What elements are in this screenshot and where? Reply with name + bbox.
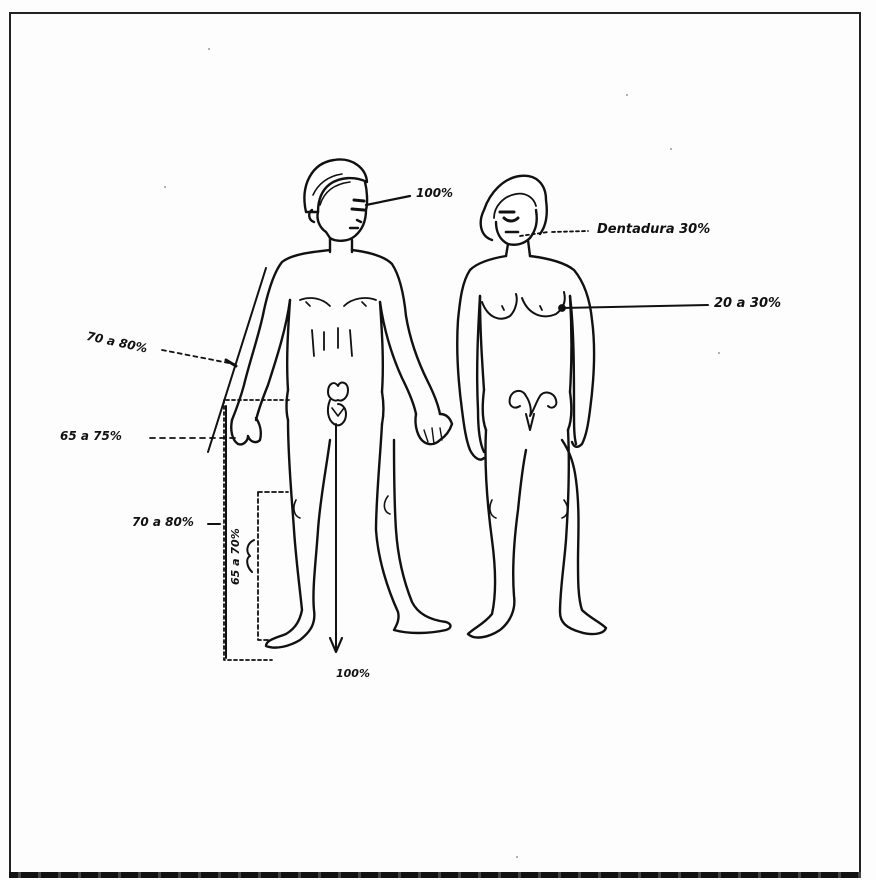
eyes-label: 100% <box>416 187 453 199</box>
female-breasts <box>482 292 565 319</box>
female-right-arm <box>530 256 594 447</box>
thigh-label: 70 a 80% <box>132 516 194 528</box>
breast-pointer <box>562 305 708 308</box>
scan-speck <box>718 352 720 354</box>
breast-label: 20 a 30% <box>714 297 781 310</box>
male-left-hand <box>231 418 261 444</box>
scan-speck <box>626 94 628 96</box>
scan-speck <box>164 186 166 188</box>
arm-pointer <box>162 350 234 364</box>
scan-speck <box>516 856 518 858</box>
male-torso <box>287 300 383 392</box>
male-left-leg <box>266 420 330 648</box>
genital-axis-label: 100% <box>336 668 370 679</box>
male-figure <box>231 160 452 652</box>
hand-label: 65 a 75% <box>60 430 122 442</box>
annotation-lines <box>150 196 708 660</box>
leg-vertical-label: 65 a 70% <box>230 528 241 585</box>
male-right-leg <box>376 424 451 633</box>
eyes-pointer <box>366 196 410 205</box>
dentures-label: Dentadura 30% <box>597 223 710 236</box>
female-organ-diagram <box>510 391 556 416</box>
female-left-leg <box>468 430 526 637</box>
male-right-arm <box>352 250 440 414</box>
leg-brace-mark <box>247 540 254 572</box>
female-right-leg <box>560 430 606 634</box>
scan-speck <box>670 148 672 150</box>
scan-speck <box>208 48 210 50</box>
male-organ-diagram <box>328 383 348 401</box>
female-figure <box>457 176 606 638</box>
female-hair <box>481 176 547 240</box>
male-left-arm <box>232 250 330 420</box>
leg-bracket <box>258 492 288 640</box>
